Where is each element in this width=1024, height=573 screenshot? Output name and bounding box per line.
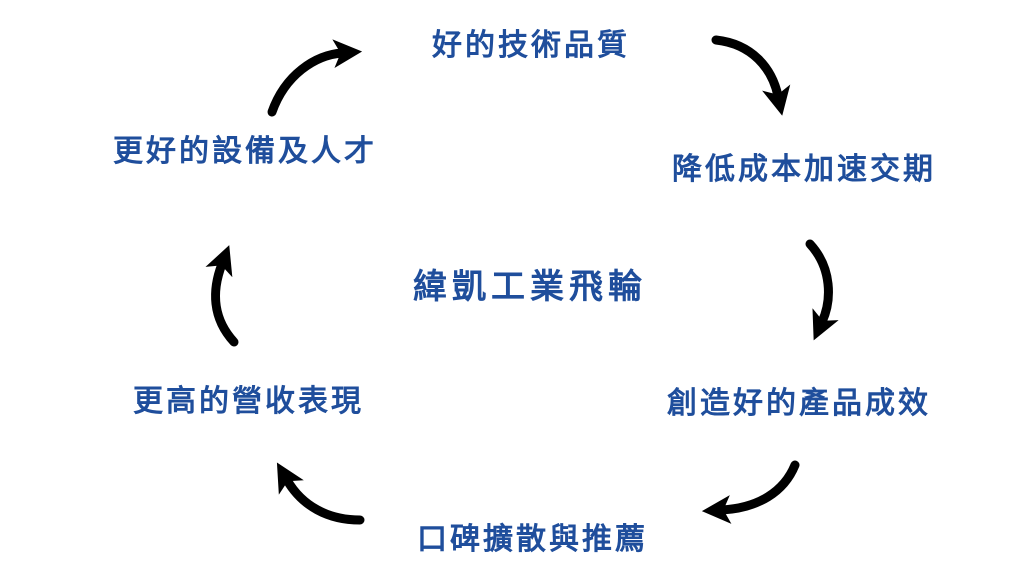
step-label: 更高的營收表現 [133,384,364,419]
step-label: 更好的設備及人才 [113,134,377,169]
curved-arrow-icon [276,462,365,525]
curved-arrow-icon [205,245,239,347]
curved-arrow-icon [805,239,839,341]
step-label: 降低成本加速交期 [672,152,936,187]
curved-arrow-icon [711,35,791,116]
step-label: 口碑擴散與推薦 [417,522,648,557]
step-label: 創造好的產品成效 [667,386,931,421]
curved-arrow-icon [701,460,800,524]
step-label: 好的技術品質 [432,28,630,63]
center-title: 緯凱工業飛輪 [413,267,647,307]
curved-arrow-icon [267,39,363,117]
